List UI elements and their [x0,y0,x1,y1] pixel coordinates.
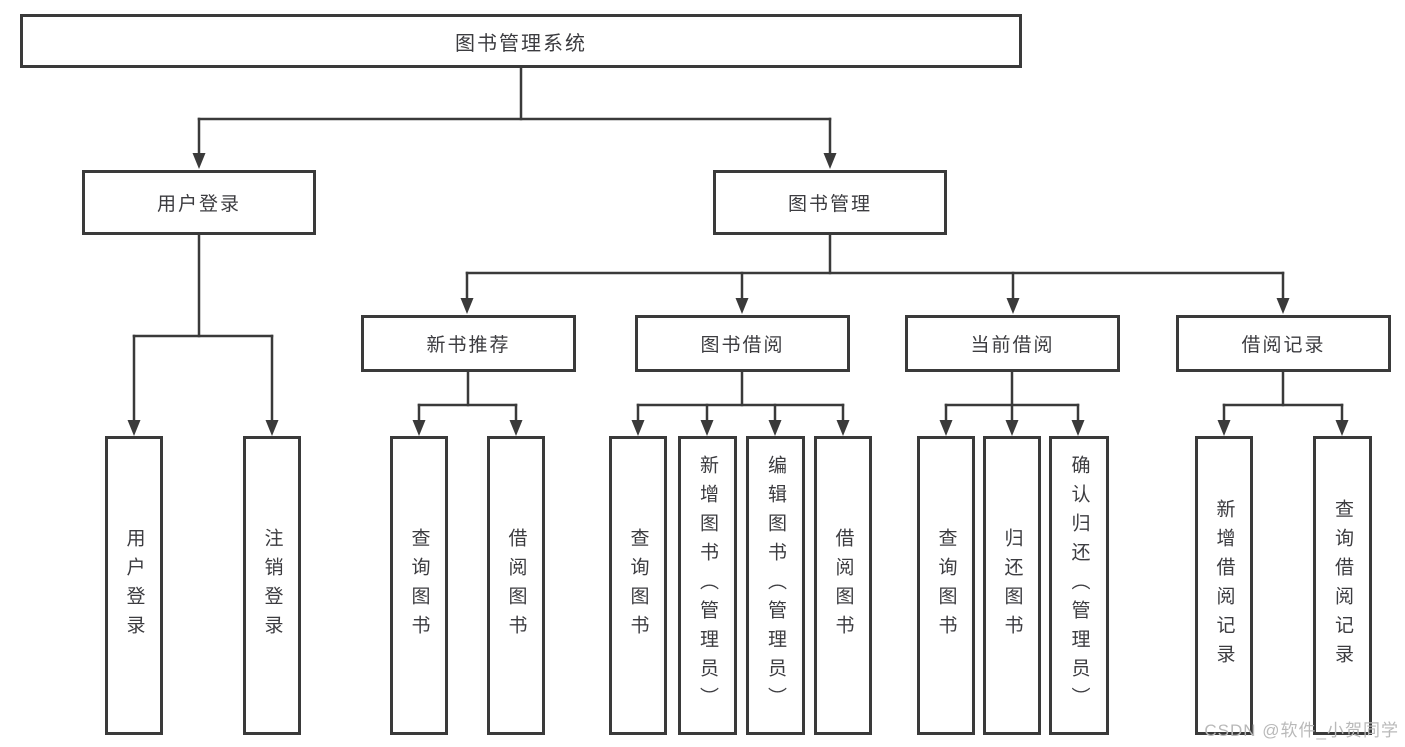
leaf-label: 查询借阅记录 [1332,498,1353,673]
leaf-query-borrow-record: 查询借阅记录 [1313,436,1372,735]
leaf-label: 新增图书（管理员） [697,455,718,716]
leaf-borrow-books-borrowing: 借阅图书 [814,436,872,735]
leaf-label: 新增借阅记录 [1213,498,1235,673]
node-borrowing-records: 借阅记录 [1176,315,1391,372]
leaf-query-books-borrowing: 查询图书 [609,436,667,735]
leaf-add-borrow-record: 新增借阅记录 [1195,436,1253,735]
leaf-label: 借阅图书 [505,527,527,644]
leaf-user-login: 用户登录 [105,436,163,735]
leaf-borrow-books-recommend: 借阅图书 [487,436,545,735]
leaf-query-books-recommend: 查询图书 [390,436,448,735]
leaf-label: 注销登录 [261,527,283,644]
leaf-logout: 注销登录 [243,436,301,735]
node-library-management-system: 图书管理系统 [20,14,1022,68]
leaf-label: 编辑图书（管理员） [765,455,786,716]
leaf-query-books-current: 查询图书 [917,436,975,735]
node-book-borrowing: 图书借阅 [635,315,850,372]
leaf-confirm-return-admin: 确认归还（管理员） [1049,436,1109,735]
leaf-label: 查询图书 [935,527,957,644]
node-book-management: 图书管理 [713,170,947,235]
watermark: CSDN @软件_小贺同学 [1204,721,1399,740]
node-user-login: 用户登录 [82,170,316,235]
node-current-borrowing: 当前借阅 [905,315,1120,372]
node-new-book-recommendation: 新书推荐 [361,315,576,372]
leaf-return-books: 归还图书 [983,436,1041,735]
leaf-label: 查询图书 [408,527,430,644]
leaf-label: 归还图书 [1001,527,1023,644]
leaf-add-book-admin: 新增图书（管理员） [678,436,737,735]
leaf-label: 借阅图书 [832,527,854,644]
leaf-edit-book-admin: 编辑图书（管理员） [746,436,805,735]
leaf-label: 确认归还（管理员） [1068,455,1090,716]
leaf-label: 查询图书 [627,527,649,644]
leaf-label: 用户登录 [123,527,145,644]
